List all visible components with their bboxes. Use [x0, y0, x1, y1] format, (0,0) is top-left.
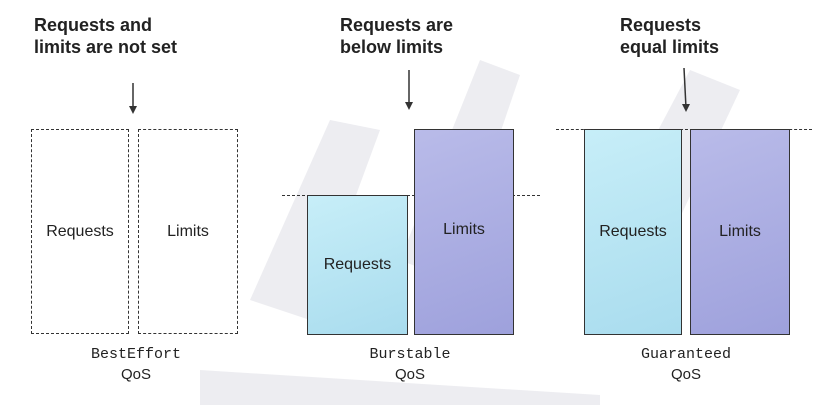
requests-label: Requests	[46, 222, 114, 240]
qos-caption-burstable: Burstable QoS	[330, 345, 490, 385]
qos-caption-guaranteed: Guaranteed QoS	[606, 345, 766, 385]
annotation-line: below limits	[340, 37, 444, 57]
annotation-line: limits are not set	[34, 37, 178, 57]
limits-box-burstable: Limits	[414, 129, 514, 335]
arrowhead-besteffort	[129, 106, 137, 114]
limits-label: Limits	[167, 222, 209, 240]
annotation-burstable: Requests are below limits	[340, 14, 453, 58]
qos-class-label: BestEffort	[90, 346, 181, 363]
limits-level-line-guaranteed	[556, 129, 812, 130]
annotation-line: Requests and	[34, 15, 153, 35]
annotation-line: Requests	[620, 15, 702, 35]
limits-label: Limits	[719, 223, 761, 240]
arrow-guaranteed	[683, 67, 687, 109]
requests-label: Requests	[599, 223, 667, 240]
annotation-line: Requests are	[340, 15, 454, 35]
limits-label: Limits	[443, 221, 485, 238]
arrowhead-guaranteed	[682, 104, 690, 112]
arrowhead-burstable	[405, 102, 413, 110]
annotation-line: equal limits	[620, 37, 720, 57]
requests-box-besteffort: Requests	[31, 129, 129, 334]
limits-box-besteffort: Limits	[138, 129, 238, 334]
annotation-guaranteed: Requests equal limits	[620, 14, 719, 58]
qos-caption-besteffort: BestEffort QoS	[56, 345, 216, 385]
limits-box-guaranteed: Limits	[690, 129, 790, 335]
annotation-besteffort: Requests and limits are not set	[34, 14, 177, 58]
requests-level-line-burstable	[282, 195, 540, 196]
qos-suffix-label: QoS	[394, 366, 425, 383]
requests-box-guaranteed: Requests	[584, 129, 682, 335]
qos-suffix-label: QoS	[120, 366, 151, 383]
qos-suffix-label: QoS	[670, 366, 701, 383]
qos-class-label: Burstable	[369, 346, 451, 363]
requests-box-burstable: Requests	[307, 195, 408, 335]
requests-label: Requests	[323, 256, 392, 273]
qos-class-label: Guaranteed	[640, 346, 731, 363]
